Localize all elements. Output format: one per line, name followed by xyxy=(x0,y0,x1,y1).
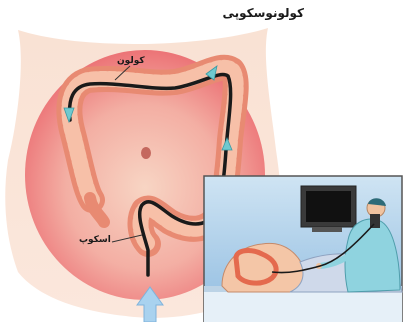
monitor xyxy=(301,186,356,232)
colon-label: کولون xyxy=(117,56,145,66)
procedure-inset xyxy=(204,176,402,322)
scope-label: اسکوپ xyxy=(79,235,111,245)
exam-bed xyxy=(204,290,402,322)
page-title: کولونوسکوپی xyxy=(214,6,304,20)
navel xyxy=(141,147,151,159)
